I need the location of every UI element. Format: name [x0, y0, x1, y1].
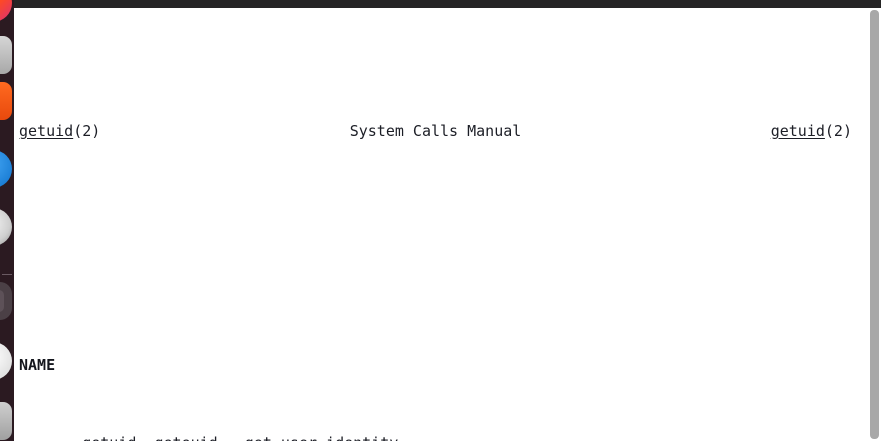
manpage-header-left-suffix: (2) — [73, 122, 101, 140]
manpage-content: getuid(2) System Calls Manual getuid(2) … — [14, 8, 867, 441]
manpage-header-right-suffix: (2) — [824, 122, 852, 140]
manpage-header-center: System Calls Manual — [349, 122, 522, 140]
dock-icon-list — [0, 0, 14, 441]
manpage-header-left: getuid(2) — [19, 118, 100, 144]
media-player-icon[interactable] — [0, 208, 12, 246]
name-body-text: getuid, geteuid - get user identity — [82, 434, 398, 441]
section-heading-name: NAME — [19, 356, 56, 374]
gray-app-icon[interactable] — [0, 402, 12, 440]
app-grid-icon[interactable] — [0, 282, 12, 320]
blue-app-icon[interactable] — [0, 150, 12, 188]
white-circle-icon[interactable] — [0, 342, 12, 380]
getuid-link-right[interactable]: getuid — [770, 122, 825, 140]
terminal-icon[interactable] — [0, 82, 12, 120]
firefox-icon[interactable] — [0, 0, 12, 22]
dock-separator — [2, 274, 12, 275]
getuid-link-left[interactable]: getuid — [19, 122, 74, 140]
manpage-header: getuid(2) System Calls Manual getuid(2) — [19, 118, 852, 144]
vertical-scrollbar-thumb[interactable] — [870, 10, 879, 439]
section-body-name: getuid, geteuid - get user identity — [19, 430, 867, 441]
spacer-line — [19, 222, 867, 248]
manpage-header-right: getuid(2) — [771, 118, 852, 144]
manpage-viewer[interactable]: getuid(2) System Calls Manual getuid(2) … — [14, 8, 867, 441]
vertical-scrollbar-track[interactable] — [867, 8, 881, 441]
application-dock[interactable] — [0, 0, 14, 441]
window-titlebar[interactable] — [0, 0, 881, 8]
files-icon[interactable] — [0, 36, 12, 74]
